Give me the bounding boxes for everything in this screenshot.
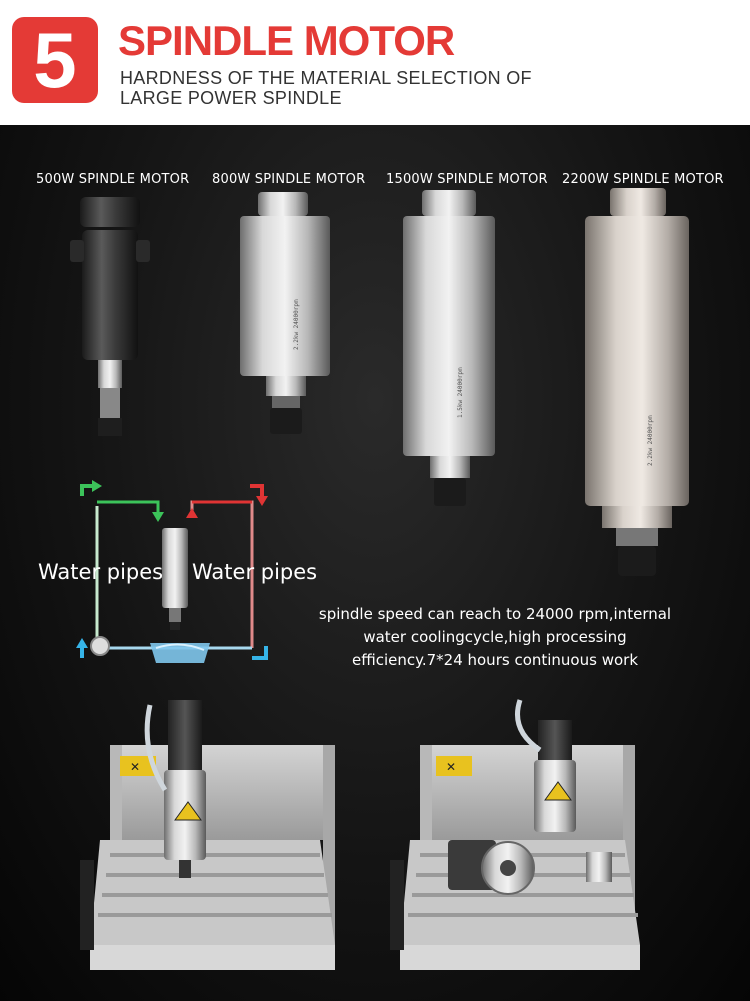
- description-line-3: efficiency.7*24 hours continuous work: [351, 651, 639, 669]
- cnc-machine-right-image: ✕: [390, 699, 640, 970]
- page-subtitle: HARDNESS OF THE MATERIAL SELECTION OF LA…: [120, 68, 590, 108]
- water-cooling-diagram: [76, 480, 268, 663]
- header-banner: 5 SPINDLE MOTOR HARDNESS OF THE MATERIAL…: [0, 0, 750, 125]
- svg-text:2.2kw 24000rpm: 2.2kw 24000rpm: [647, 415, 654, 466]
- motor-label-2200w: 2200W SPINDLE MOTOR: [562, 172, 724, 187]
- subtitle-line-2: LARGE POWER SPINDLE: [120, 88, 342, 108]
- spindle-1500w-image: 1.5kw 24000rpm: [403, 190, 495, 506]
- description-line-1: spindle speed can reach to 24000 rpm,int…: [318, 605, 672, 623]
- cnc-machine-left-image: ✕: [80, 700, 335, 970]
- svg-text:2.2kw 24000rpm: 2.2kw 24000rpm: [293, 299, 300, 350]
- water-pipe-label-left: Water pipes: [38, 560, 164, 584]
- spindle-800w-image: 2.2kw 24000rpm: [240, 192, 330, 434]
- spindle-2200w-image: 2.2kw 24000rpm: [585, 188, 689, 576]
- water-pipe-label-right: Water pipes: [192, 560, 318, 584]
- motor-label-800w: 800W SPINDLE MOTOR: [212, 172, 366, 187]
- step-number: 5: [33, 16, 77, 104]
- description-line-2: water coolingcycle,high processing: [363, 628, 627, 646]
- subtitle-line-1: HARDNESS OF THE MATERIAL SELECTION OF: [120, 68, 532, 88]
- motor-label-1500w: 1500W SPINDLE MOTOR: [386, 172, 548, 187]
- svg-text:1.5kw 24000rpm: 1.5kw 24000rpm: [457, 367, 464, 418]
- step-badge: 5: [12, 17, 98, 103]
- svg-text:✕: ✕: [446, 760, 456, 774]
- motor-label-500w: 500W SPINDLE MOTOR: [36, 172, 190, 187]
- page-title: SPINDLE MOTOR: [118, 17, 455, 64]
- spindle-description: spindle speed can reach to 24000 rpm,int…: [300, 603, 690, 672]
- spindle-500w-image: [70, 197, 150, 436]
- svg-text:✕: ✕: [130, 760, 140, 774]
